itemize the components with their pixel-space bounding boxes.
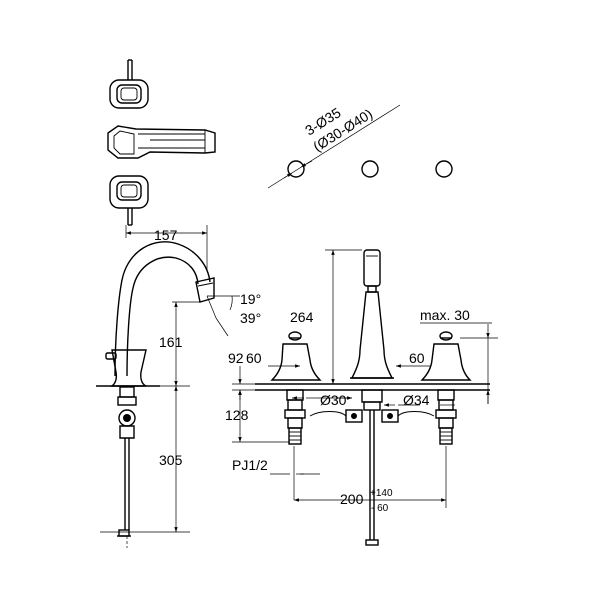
- dim-max-30: max. 30: [420, 307, 470, 323]
- dim-angle-19: 19°: [240, 291, 261, 307]
- dim-spread-plus: +140: [370, 488, 393, 499]
- dim-dia-34: Ø34: [403, 392, 430, 408]
- mounting-holes: [267, 104, 453, 189]
- handle-side-view: [107, 125, 216, 159]
- front-view-dimensions: [232, 249, 498, 508]
- dim-reach-157: 157: [154, 227, 178, 243]
- dim-thread: PJ1/2: [232, 457, 268, 473]
- handle-top-view-2: [109, 175, 149, 226]
- faucet-side-view: [96, 241, 215, 548]
- dim-spout-264: 264: [290, 309, 314, 325]
- dim-spread-200: 200: [340, 491, 364, 507]
- dim-height-305: 305: [159, 452, 183, 468]
- dim-shank-128: 128: [225, 407, 249, 423]
- dim-height-161: 161: [159, 334, 183, 350]
- dim-dia-30: Ø30: [320, 392, 347, 408]
- dim-gap-right-60: 60: [409, 350, 425, 366]
- dim-gap-92: 92: [228, 350, 244, 366]
- dim-gap-left-60: 60: [246, 350, 262, 366]
- faucet-front-view: [255, 249, 490, 546]
- handle-top-view-1: [109, 59, 149, 109]
- dim-spread-minus: - 60: [371, 503, 389, 514]
- dim-angle-39: 39°: [240, 310, 261, 326]
- side-view-dimensions: [96, 225, 240, 533]
